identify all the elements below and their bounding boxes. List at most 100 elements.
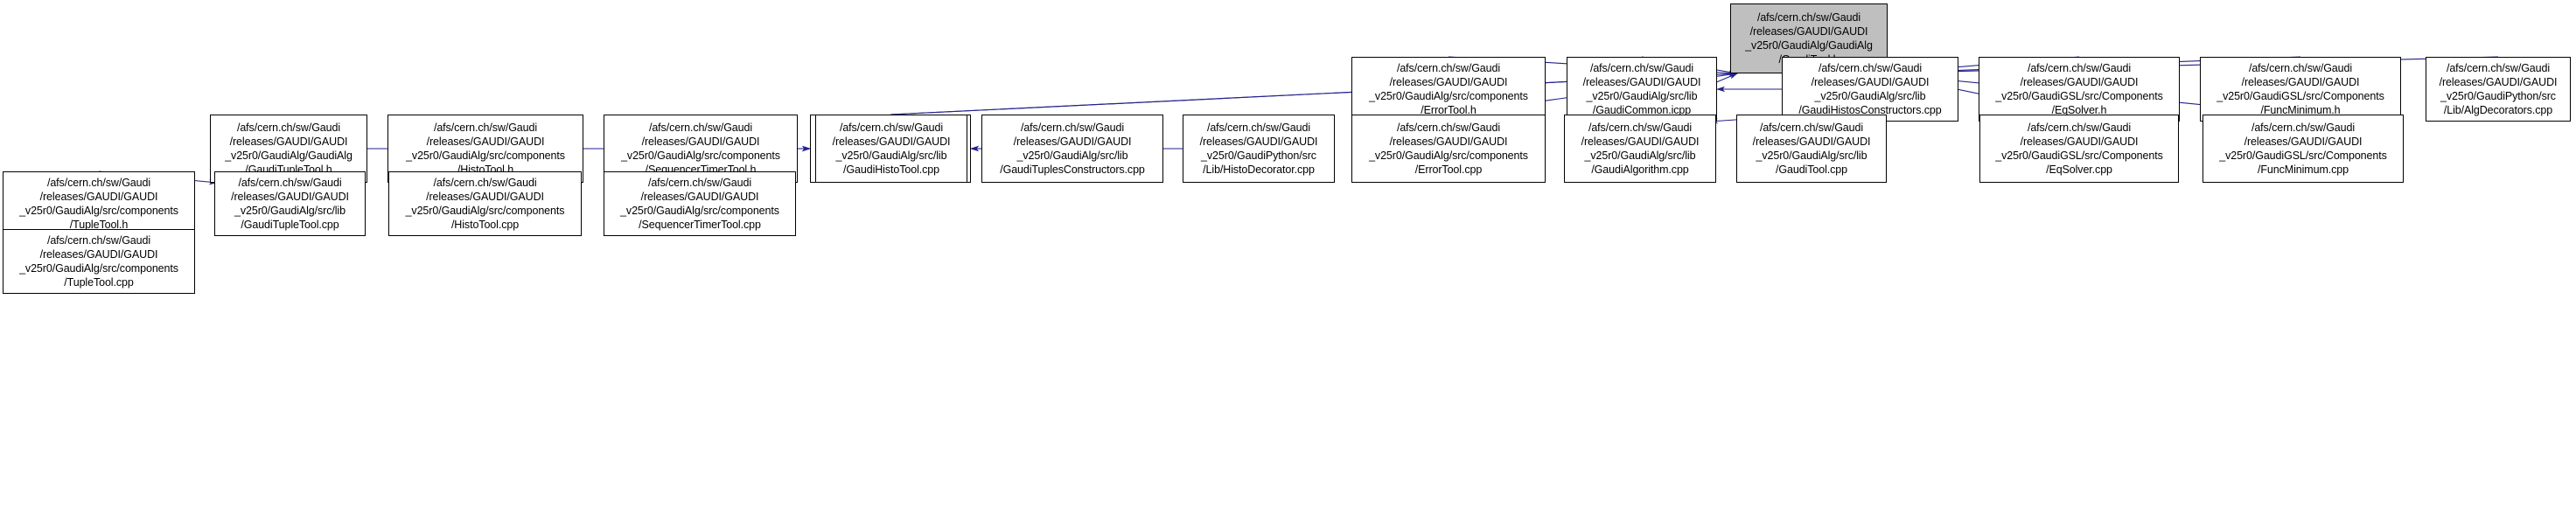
node-label-line: _v25r0/GaudiAlg/src/components <box>621 150 780 162</box>
node-label-line: /Lib/HistoDecorator.cpp <box>1203 164 1315 176</box>
node-label-line: _v25r0/GaudiAlg/src/lib <box>1586 90 1698 102</box>
node-label-line: /TupleTool.h <box>69 219 129 231</box>
node-label-line: /afs/cern.ch/sw/Gaudi <box>2248 62 2353 74</box>
node-label-line: _v25r0/GaudiAlg/GaudiAlg <box>1745 39 1873 52</box>
node-label-line: /HistoTool.cpp <box>450 219 520 231</box>
graph-node-errortool-h[interactable]: /afs/cern.ch/sw/Gaudi/releases/GAUDI/GAU… <box>1351 57 1546 122</box>
node-label-line: _v25r0/GaudiAlg/src/components <box>19 262 178 275</box>
graph-node-gauditool-cpp[interactable]: /afs/cern.ch/sw/Gaudi/releases/GAUDI/GAU… <box>1736 115 1887 183</box>
node-label-line: /afs/cern.ch/sw/Gaudi <box>433 177 537 189</box>
node-label-line: _v25r0/GaudiAlg/src/components <box>19 205 178 217</box>
node-label-line: /afs/cern.ch/sw/Gaudi <box>647 177 752 189</box>
node-label-line: _v25r0/GaudiAlg/src/lib <box>835 150 947 162</box>
node-label-line: /afs/cern.ch/sw/Gaudi <box>1756 11 1861 24</box>
node-label-line: /releases/GAUDI/GAUDI <box>2020 136 2139 148</box>
node-label-line: /afs/cern.ch/sw/Gaudi <box>236 122 341 134</box>
node-label-line: /releases/GAUDI/GAUDI <box>1013 136 1132 148</box>
node-label-line: /afs/cern.ch/sw/Gaudi <box>1818 62 1923 74</box>
node-label-line: /afs/cern.ch/sw/Gaudi <box>46 234 151 247</box>
graph-node-gauditupletool-cpp[interactable]: /afs/cern.ch/sw/Gaudi/releases/GAUDI/GAU… <box>214 171 366 236</box>
node-label-line: /releases/GAUDI/GAUDI <box>39 248 158 261</box>
node-label-line: /afs/cern.ch/sw/Gaudi <box>2027 62 2132 74</box>
node-label-line: /SequencerTimerTool.cpp <box>639 219 761 231</box>
node-label-line: /releases/GAUDI/GAUDI <box>1811 76 1930 88</box>
node-label-line: /TupleTool.cpp <box>64 276 134 289</box>
node-label-line: /afs/cern.ch/sw/Gaudi <box>238 177 342 189</box>
node-label-line: /releases/GAUDI/GAUDI <box>426 136 545 148</box>
graph-node-funcminimum-cpp[interactable]: /afs/cern.ch/sw/Gaudi/releases/GAUDI/GAU… <box>2203 115 2404 183</box>
node-label-line: _v25r0/GaudiGSL/src/Components <box>1995 90 2163 102</box>
node-label-line: /releases/GAUDI/GAUDI <box>641 136 760 148</box>
graph-edge <box>1880 56 2499 76</box>
node-label-line: /afs/cern.ch/sw/Gaudi <box>2027 122 2132 134</box>
node-label-line: _v25r0/GaudiAlg/src/lib <box>234 205 346 217</box>
node-label-line: /GaudiAlgorithm.cpp <box>1591 164 1689 176</box>
graph-node-tupletool-h[interactable]: /afs/cern.ch/sw/Gaudi/releases/GAUDI/GAU… <box>3 171 195 236</box>
graph-node-gaudicommon-icpp[interactable]: /afs/cern.ch/sw/Gaudi/releases/GAUDI/GAU… <box>1567 57 1717 122</box>
graph-node-errortool-cpp[interactable]: /afs/cern.ch/sw/Gaudi/releases/GAUDI/GAU… <box>1351 115 1546 183</box>
node-label-line: _v25r0/GaudiPython/src <box>2440 90 2556 102</box>
node-label-line: /GaudiTupleTool.cpp <box>241 219 339 231</box>
node-label-line: /afs/cern.ch/sw/Gaudi <box>1588 122 1693 134</box>
graph-node-algdecorators-cpp[interactable]: /afs/cern.ch/sw/Gaudi/releases/GAUDI/GAU… <box>2426 57 2571 122</box>
graph-node-eqsolver-h[interactable]: /afs/cern.ch/sw/Gaudi/releases/GAUDI/GAU… <box>1979 57 2180 122</box>
node-label-line: /afs/cern.ch/sw/Gaudi <box>2446 62 2551 74</box>
node-label-line: /GaudiHistoTool.cpp <box>843 164 939 176</box>
node-label-line: _v25r0/GaudiAlg/src/lib <box>1756 150 1867 162</box>
node-label-line: _v25r0/GaudiGSL/src/Components <box>2216 90 2384 102</box>
node-label-line: _v25r0/GaudiAlg/src/components <box>405 205 565 217</box>
node-label-line: /releases/GAUDI/GAUDI <box>1389 76 1508 88</box>
node-label-line: /afs/cern.ch/sw/Gaudi <box>433 122 538 134</box>
node-label-line: /releases/GAUDI/GAUDI <box>231 191 349 203</box>
node-label-line: /releases/GAUDI/GAUDI <box>1581 136 1700 148</box>
node-label-line: /releases/GAUDI/GAUDI <box>1752 136 1871 148</box>
node-label-line: /afs/cern.ch/sw/Gaudi <box>648 122 753 134</box>
graph-node-funcminimum-h[interactable]: /afs/cern.ch/sw/Gaudi/releases/GAUDI/GAU… <box>2200 57 2401 122</box>
node-label-line: /EqSolver.cpp <box>2046 164 2112 176</box>
node-label-line: _v25r0/GaudiAlg/src/lib <box>1016 150 1128 162</box>
node-label-line: /afs/cern.ch/sw/Gaudi <box>1759 122 1864 134</box>
node-label-line: /releases/GAUDI/GAUDI <box>426 191 544 203</box>
graph-node-histodecorator-cpp[interactable]: /afs/cern.ch/sw/Gaudi/releases/GAUDI/GAU… <box>1183 115 1335 183</box>
node-label-line: _v25r0/GaudiGSL/src/Components <box>1995 150 2163 162</box>
node-label-line: /afs/cern.ch/sw/Gaudi <box>1396 62 1501 74</box>
node-label-line: /afs/cern.ch/sw/Gaudi <box>1020 122 1125 134</box>
node-label-line: /afs/cern.ch/sw/Gaudi <box>1396 122 1501 134</box>
node-label-line: _v25r0/GaudiAlg/src/components <box>1369 150 1528 162</box>
graph-node-gaudialgorithm-cpp[interactable]: /afs/cern.ch/sw/Gaudi/releases/GAUDI/GAU… <box>1564 115 1716 183</box>
node-label-line: /GaudiTuplesConstructors.cpp <box>1000 164 1145 176</box>
node-label-line: /releases/GAUDI/GAUDI <box>2244 136 2363 148</box>
node-label-line: _v25r0/GaudiPython/src <box>1201 150 1316 162</box>
graph-node-gaudihistosconstructors-cpp[interactable]: /afs/cern.ch/sw/Gaudi/releases/GAUDI/GAU… <box>1782 57 1958 122</box>
graph-node-gaudituplesconstructors-cpp[interactable]: /afs/cern.ch/sw/Gaudi/releases/GAUDI/GAU… <box>981 115 1163 183</box>
graph-node-eqsolver-cpp[interactable]: /afs/cern.ch/sw/Gaudi/releases/GAUDI/GAU… <box>1979 115 2179 183</box>
graph-node-histotool-cpp[interactable]: /afs/cern.ch/sw/Gaudi/releases/GAUDI/GAU… <box>388 171 582 236</box>
node-label-line: /afs/cern.ch/sw/Gaudi <box>1206 122 1311 134</box>
graph-node-sequencertimertool-cpp[interactable]: /afs/cern.ch/sw/Gaudi/releases/GAUDI/GAU… <box>604 171 796 236</box>
graph-node-tupletool-cpp[interactable]: /afs/cern.ch/sw/Gaudi/releases/GAUDI/GAU… <box>3 229 195 294</box>
node-label-line: /releases/GAUDI/GAUDI <box>2020 76 2139 88</box>
node-label-line: /GaudiTool.cpp <box>1776 164 1847 176</box>
node-label-line: /releases/GAUDI/GAUDI <box>2241 76 2360 88</box>
node-label-line: /releases/GAUDI/GAUDI <box>2439 76 2558 88</box>
node-label-line: /FuncMinimum.cpp <box>2258 164 2349 176</box>
graph-node-gaudihistotool-cpp[interactable]: /afs/cern.ch/sw/Gaudi/releases/GAUDI/GAU… <box>815 115 967 183</box>
node-label-line: /releases/GAUDI/GAUDI <box>1199 136 1318 148</box>
node-label-line: _v25r0/GaudiAlg/src/components <box>406 150 565 162</box>
node-label-line: _v25r0/GaudiAlg/src/lib <box>1814 90 1926 102</box>
node-label-line: /afs/cern.ch/sw/Gaudi <box>839 122 944 134</box>
node-label-line: /afs/cern.ch/sw/Gaudi <box>2251 122 2356 134</box>
node-label-line: /releases/GAUDI/GAUDI <box>1749 25 1868 38</box>
node-label-line: /Lib/AlgDecorators.cpp <box>2443 104 2553 116</box>
node-label-line: _v25r0/GaudiGSL/src/Components <box>2219 150 2387 162</box>
node-label-line: _v25r0/GaudiAlg/src/lib <box>1584 150 1696 162</box>
node-label-line: /releases/GAUDI/GAUDI <box>640 191 759 203</box>
node-label-line: /afs/cern.ch/sw/Gaudi <box>1589 62 1694 74</box>
node-label-line: /releases/GAUDI/GAUDI <box>1389 136 1508 148</box>
node-label-line: /afs/cern.ch/sw/Gaudi <box>46 177 151 189</box>
node-label-line: _v25r0/GaudiAlg/src/components <box>1369 90 1528 102</box>
node-label-line: _v25r0/GaudiAlg/GaudiAlg <box>225 150 353 162</box>
node-label-line: _v25r0/GaudiAlg/src/components <box>620 205 779 217</box>
